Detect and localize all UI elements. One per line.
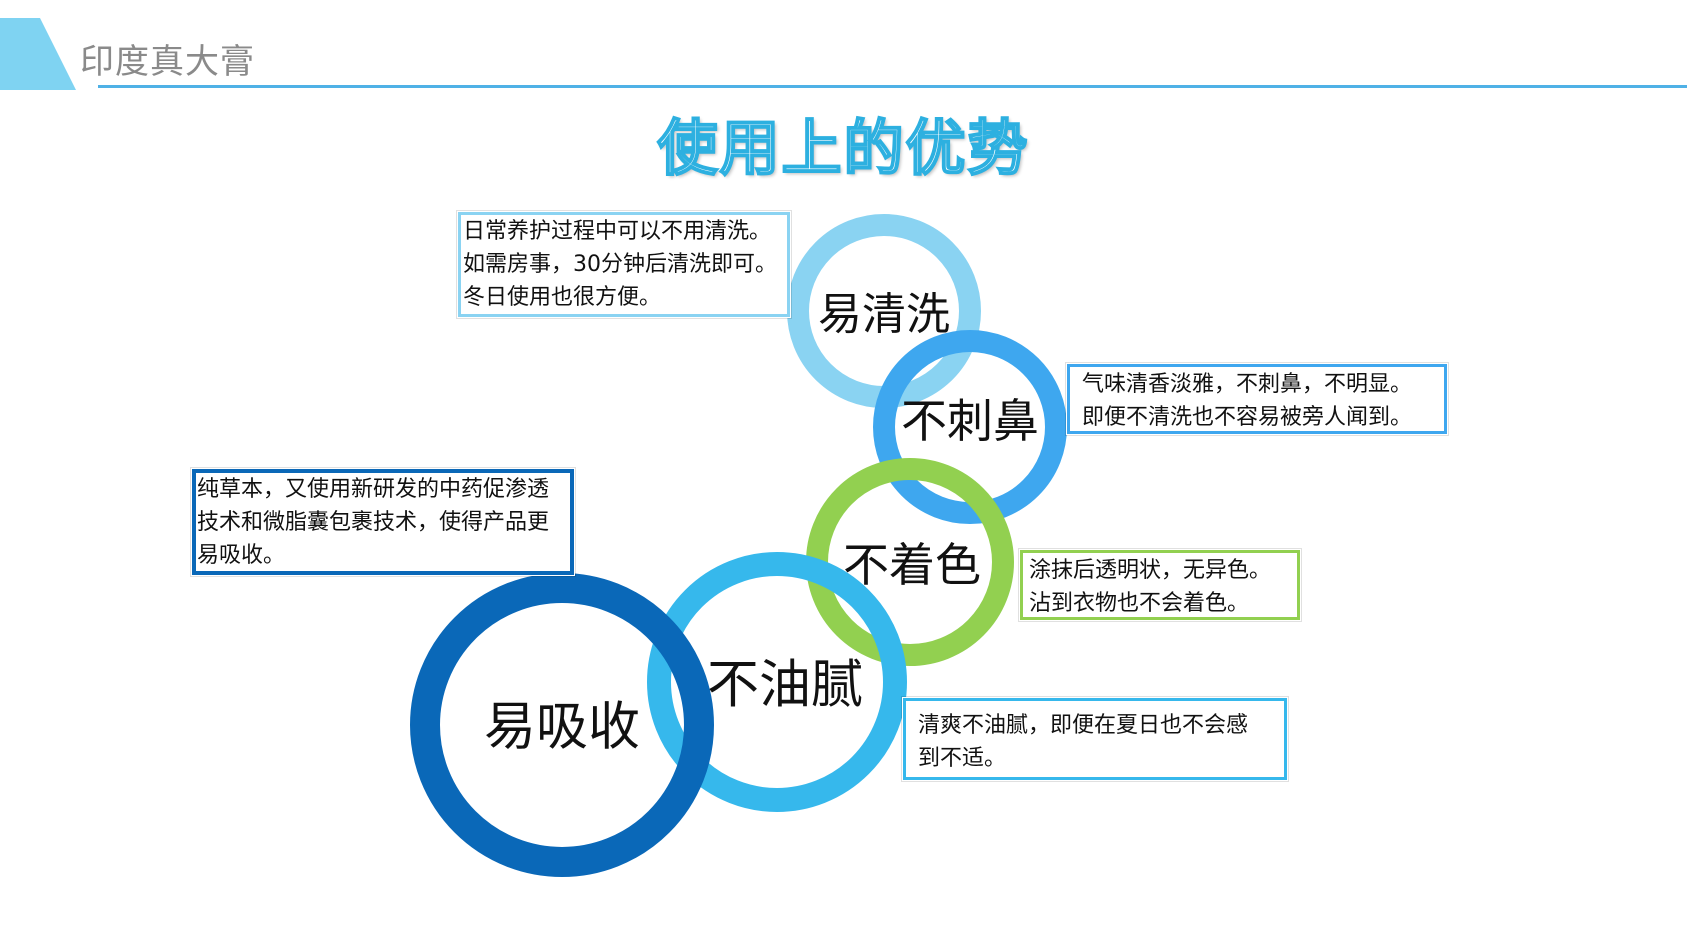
header-title: 印度真大膏 [80,42,255,82]
desc-line: 易吸收。 [197,543,286,568]
desc-no-odor: 气味清香淡雅，不刺鼻，不明显。 即便不清洗也不容易被旁人闻到。 [1067,364,1447,434]
ring-not-greasy [647,552,907,812]
desc-line: 即便不清洗也不容易被旁人闻到。 [1082,405,1413,430]
desc-line: 日常养护过程中可以不用清洗。 [463,219,772,244]
label-easy-wash: 易清洗 [818,289,950,340]
desc-line: 技术和微脂囊包裹技术，使得产品更 [197,510,550,535]
label-no-stain: 不着色 [843,538,981,592]
desc-line: 清爽不油腻，即便在夏日也不会感 [918,713,1249,738]
desc-line: 到不适。 [918,746,1007,771]
desc-no-stain: 涂抹后透明状，无异色。 沾到衣物也不会着色。 [1020,550,1300,620]
label-not-greasy: 不油腻 [706,655,864,716]
header-corner-triangle [0,18,76,90]
desc-line: 涂抹后透明状，无异色。 [1029,558,1272,583]
desc-line: 气味清香淡雅，不刺鼻，不明显。 [1082,372,1413,397]
desc-not-greasy: 清爽不油腻，即便在夏日也不会感 到不适。 [903,698,1287,780]
label-no-odor: 不刺鼻 [901,394,1039,448]
desc-easy-wash: 日常养护过程中可以不用清洗。 如需房事，30分钟后清洗即可。 冬日使用也很方便。 [458,212,790,317]
header-divider [98,85,1687,88]
desc-line: 纯草本，又使用新研发的中药促渗透 [197,477,550,502]
page-heading: 使用上的优势 [657,113,1030,185]
desc-easy-absorb: 纯草本，又使用新研发的中药促渗透 技术和微脂囊包裹技术，使得产品更 易吸收。 [192,469,574,575]
label-easy-absorb: 易吸收 [483,697,641,758]
desc-line: 冬日使用也很方便。 [463,285,662,310]
desc-line: 沾到衣物也不会着色。 [1029,591,1250,616]
desc-line: 如需房事，30分钟后清洗即可。 [463,252,777,277]
ring-no-odor [873,330,1067,524]
ring-easy-absorb [410,573,714,877]
